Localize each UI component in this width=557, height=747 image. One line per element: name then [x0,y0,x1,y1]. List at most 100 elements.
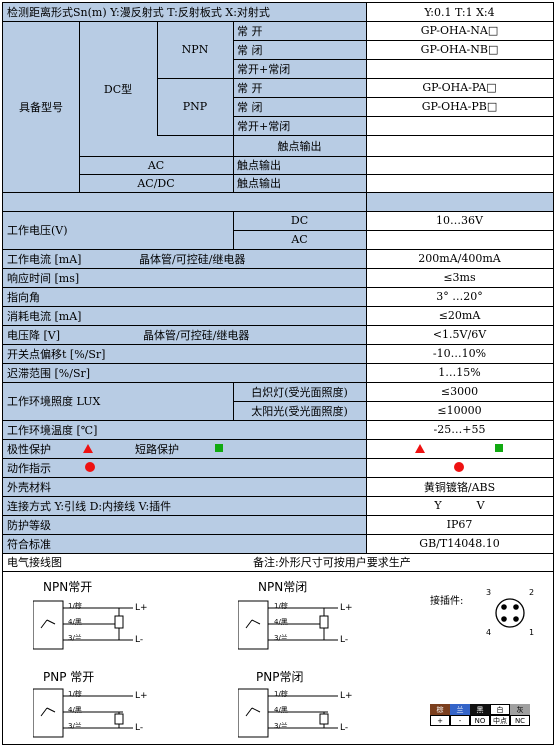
protection-values [366,439,553,458]
material-label: 外壳材料 [3,477,366,496]
note-label: 备注:外形尺寸可按用户要求生产 [249,553,553,571]
pnp-no-black: 4/黑 [68,706,82,714]
dc-relay-value [366,135,553,156]
wiring-label: 电气接线图 [3,553,233,571]
acdc-label: AC/DC [79,174,233,192]
range-label: 检测距离形式Sn(m) Y:漫反射式 T:反射板式 X:对射式 [3,3,366,21]
plug-connector-icon [493,596,527,630]
response-label: 响应时间 [ms] [3,268,366,287]
short-square-icon-value [495,444,503,452]
legend-black: 黑 [470,704,490,715]
npn-no-blue: 3/兰 [68,634,82,642]
legend-nc: NC [510,715,530,726]
current-label-text: 工作电流 [mA] [7,252,82,266]
lux-incandescent-value: ≤3000 [366,382,553,401]
npn-no-brown: 1/棕 [68,602,82,610]
npn-nc-lplus: L+ [340,603,353,613]
pnp-no-blue: 3/兰 [68,722,82,730]
indicator-dot-icon-value [454,462,464,472]
voltage-ac: AC [233,230,366,249]
indicator-value [366,458,553,477]
legend-no: NO [470,715,490,726]
consumption-label: 消耗电流 [mA] [3,306,366,325]
voltage-dc: DC [233,211,366,230]
npn-nc-blue: 3/兰 [274,634,288,642]
plug-connector-drawing [495,598,525,628]
range-values: Y:0.1 T:1 X:4 [366,3,553,21]
npn-no-circuit [32,600,133,650]
legend-blue: 兰 [450,704,470,715]
lux-sunlight-value: ≤10000 [366,401,553,420]
standard-label: 符合标准 [3,534,366,553]
dc-relay-spacer [157,135,233,156]
pin-2: 2 [529,588,535,597]
npn-no-label: 常 开 [233,21,366,40]
pnp-nc-label: 常 闭 [233,97,366,116]
pnp-nc-black: 4/黑 [274,706,288,714]
angle-label: 指向角 [3,287,366,306]
polarity-triangle-icon [83,444,93,453]
ac-relay-value [366,156,553,174]
npn-nc-brown: 1/棕 [274,602,288,610]
pnp-no-circuit [32,688,133,738]
npn-nc-lminus: L- [340,635,349,645]
lux-incandescent: 白炽灯(受光面照度) [233,382,366,401]
npn-nonc-label: 常开+常闭 [233,59,366,78]
acdc-relay-label: 触点输出 [233,174,366,192]
pnp-no-code: GP-OHA-PA□ [366,78,553,97]
pnp-no-label: 常 开 [233,78,366,97]
npn-nc-diagram [237,596,368,656]
current-label: 工作电流 [mA] 晶体管/可控硅/继电器 [3,249,366,268]
pnp-nc-lplus: L+ [340,691,353,701]
npn-no-title: NPN常开 [43,580,93,594]
polarity-triangle-icon-value [415,444,425,453]
hysteresis-label: 迟滞范围 [%/Sr] [3,363,366,382]
pnp-no-lplus: L+ [135,691,148,701]
voltage-value: 10…36V [366,211,553,230]
drop-label-text: 电压降 [V] [7,328,61,342]
ip-value: IP67 [366,515,553,534]
pin-3: 3 [486,588,492,597]
pnp-no-lminus: L- [135,723,144,733]
drift-label: 开关点偏移t [%/Sr] [3,344,366,363]
npn-nc-black: 4/黑 [274,618,288,626]
npn-no-lminus: L- [135,635,144,645]
pnp-nc-title: PNP常闭 [256,670,304,684]
pin-1: 1 [529,628,535,637]
legend-mid: 中点 [490,715,510,726]
spacer-row-right [366,192,553,211]
pnp-no-title: PNP 常开 [43,670,95,684]
drop-label: 电压降 [V] 晶体管/可控硅/继电器 [3,325,366,344]
response-value: ≤3ms [366,268,553,287]
npn-no-lplus: L+ [135,603,148,613]
legend-plus: + [430,715,450,726]
spacer-row-left [3,192,366,211]
pnp-label: PNP [157,78,233,135]
legend-gray: 灰 [510,704,530,715]
temp-value: -25…+55 [366,420,553,439]
consumption-value: ≤20mA [366,306,553,325]
angle-value: 3° …20° [366,287,553,306]
indicator-row: 动作指示 [3,458,366,477]
short-square-icon [215,444,223,452]
legend-white: 白 [490,704,510,715]
pnp-nc-diagram [237,684,368,744]
current-value: 200mA/400mA [366,249,553,268]
standard-value: GB/T14048.10 [366,534,553,553]
drift-value: -10…10% [366,344,553,363]
npn-nc-circuit [237,600,338,650]
short-label: 短路保护 [135,442,179,456]
current-type: 晶体管/可控硅/继电器 [139,252,246,266]
npn-nc-label: 常 闭 [233,40,366,59]
wire-color-legend: 棕 兰 黑 白 灰 + - NO 中点 NC [430,704,530,726]
dc-relay-label: 触点输出 [233,135,366,156]
npn-no-black: 4/黑 [68,618,82,626]
connection-value: Y V [366,496,553,515]
plug-label: 接插件: [430,596,464,607]
ip-label: 防护等级 [3,515,366,534]
pnp-nonc-code [366,116,553,135]
acdc-relay-value [366,174,553,192]
legend-brown: 棕 [430,704,450,715]
npn-no-code: GP-OHA-NA□ [366,21,553,40]
lux-label: 工作环境照度 LUX [3,382,233,420]
